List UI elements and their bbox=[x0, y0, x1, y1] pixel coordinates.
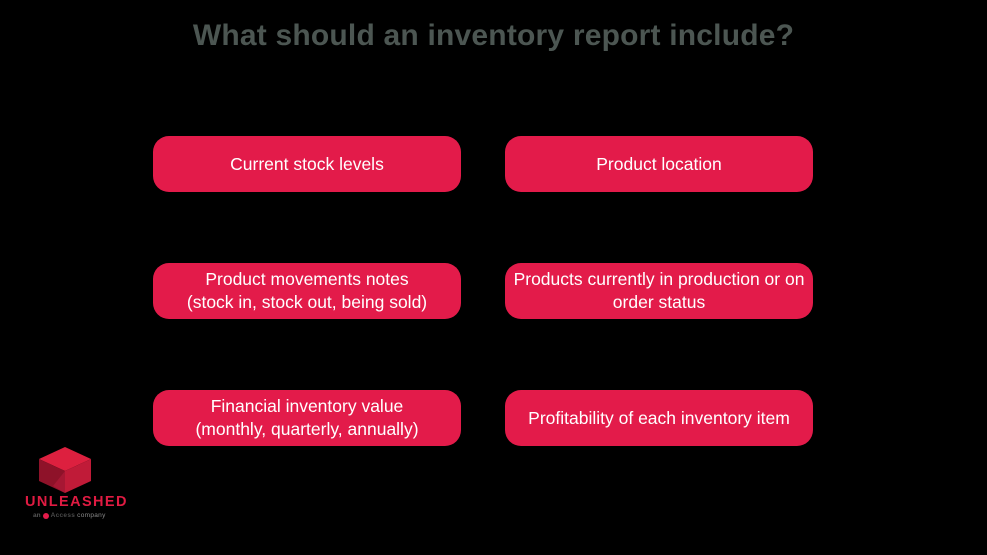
report-item-box: Products currently in production or on o… bbox=[505, 263, 813, 319]
access-circle-icon bbox=[42, 512, 49, 519]
brand-tagline: an Access company bbox=[33, 512, 144, 519]
page-title: What should an inventory report include? bbox=[192, 19, 795, 52]
report-item-box: Product movements notes (stock in, stock… bbox=[153, 263, 461, 319]
tagline-suffix: company bbox=[77, 512, 106, 519]
report-item-box: Product location bbox=[505, 136, 813, 192]
report-item-label: Current stock levels bbox=[230, 153, 384, 174]
report-item-label: Profitability of each inventory item bbox=[528, 407, 790, 428]
tagline-prefix: an bbox=[33, 512, 41, 519]
report-item-label: Financial inventory value (monthly, quar… bbox=[195, 396, 419, 439]
report-items-grid: Current stock levels Product location Pr… bbox=[153, 136, 813, 446]
brand-name: UNLEASHED bbox=[25, 494, 128, 510]
report-item-box: Financial inventory value (monthly, quar… bbox=[153, 390, 461, 446]
unleashed-cube-icon bbox=[39, 447, 91, 493]
tagline-name: Access bbox=[50, 512, 76, 519]
report-item-label: Product location bbox=[596, 153, 722, 174]
report-item-label: Products currently in production or on o… bbox=[513, 269, 805, 312]
report-item-label: Product movements notes (stock in, stock… bbox=[186, 269, 428, 312]
report-item-box: Current stock levels bbox=[153, 136, 461, 192]
report-item-box: Profitability of each inventory item bbox=[505, 390, 813, 446]
unleashed-logo: UNLEASHED an Access company bbox=[24, 447, 144, 519]
